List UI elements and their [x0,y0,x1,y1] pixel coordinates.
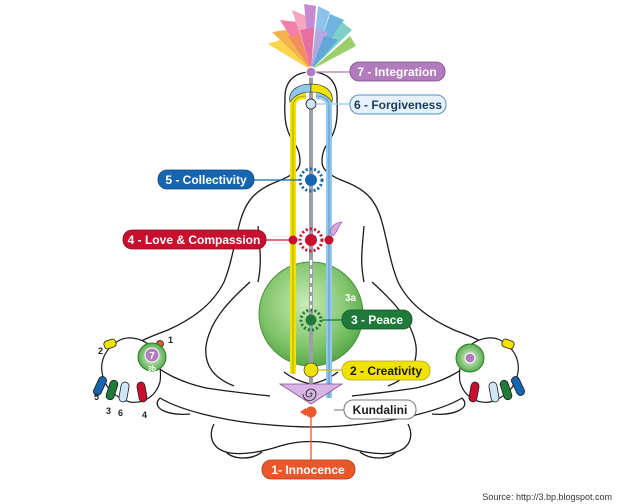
label-kundalini-text: Kundalini [353,403,408,417]
finger-number-2: 2 [98,346,103,356]
label-creativity-text: 2 - Creativity [350,364,422,378]
label-innocence: 1- Innocence [261,459,356,480]
finger-number-6: 6 [118,408,123,418]
chakra-1-point [300,406,317,460]
chakra-3-point [299,308,323,332]
flame-icon [329,221,343,237]
channels [290,72,332,398]
spiral-icon [302,388,317,401]
label-forgiveness-text: 6 - Forgiveness [354,98,442,112]
right-palm-chakra [455,343,485,373]
finger-number-3: 3 [106,406,111,416]
label-forgiveness: 6 - Forgiveness [349,94,447,115]
label-collectivity: 5 - Collectivity [157,169,255,190]
finger-number-4: 4 [142,410,147,420]
label-love-text: 4 - Love & Compassion [128,233,261,247]
chakra-7-point [305,66,317,78]
label-peace: 3 - Peace [341,309,413,330]
palm-sub-label: 3b [148,366,156,373]
finger-number-1: 1 [168,335,173,345]
label-peace-text: 3 - Peace [351,313,403,327]
connector-lines [252,71,350,411]
kundalini-triangle [278,383,344,405]
chakra-6-point [305,98,317,110]
lotus-icon [268,4,356,70]
palm-number: 7 [149,351,155,362]
void-label: 3a [345,293,357,304]
left-fingers [93,338,164,403]
label-integration-text: 7 - Integration [357,65,436,79]
label-innocence-text: 1- Innocence [271,463,345,477]
chakra-4-point [288,221,343,253]
label-love: 4 - Love & Compassion [122,229,267,250]
label-integration: 7 - Integration [349,61,446,82]
crown-crescents [289,83,333,103]
right-fingers [468,338,525,403]
left-palm-chakra [137,342,167,372]
label-creativity: 2 - Creativity [341,360,431,381]
finger-number-5: 5 [94,392,99,402]
chakra-2-point [303,362,319,378]
label-collectivity-text: 5 - Collectivity [165,173,247,187]
source-credit: Source: http://3.bp.blogspot.com [482,492,612,502]
label-kundalini: Kundalini [343,399,417,420]
